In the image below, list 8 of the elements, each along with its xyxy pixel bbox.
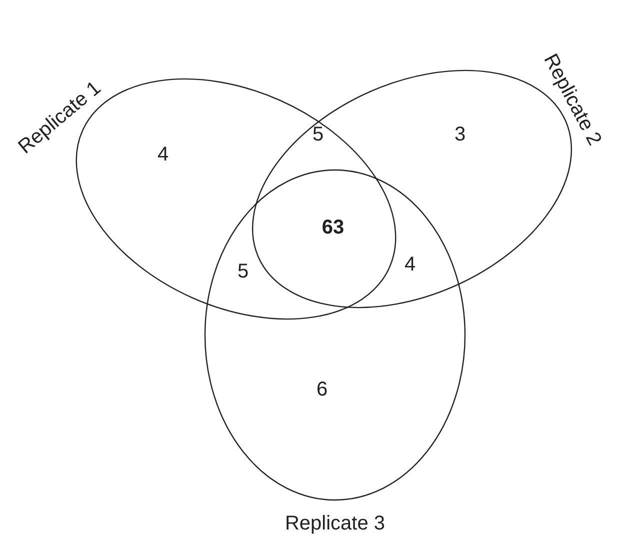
set-label: Replicate 3 <box>284 512 386 536</box>
region-count: 4 <box>404 254 416 276</box>
region-count: 5 <box>237 260 249 284</box>
region-count: 3 <box>454 124 466 146</box>
region-count: 4 <box>157 144 169 166</box>
region-count: 63 <box>322 216 344 240</box>
region-count: 6 <box>316 378 328 402</box>
region-count: 5 <box>312 124 324 146</box>
